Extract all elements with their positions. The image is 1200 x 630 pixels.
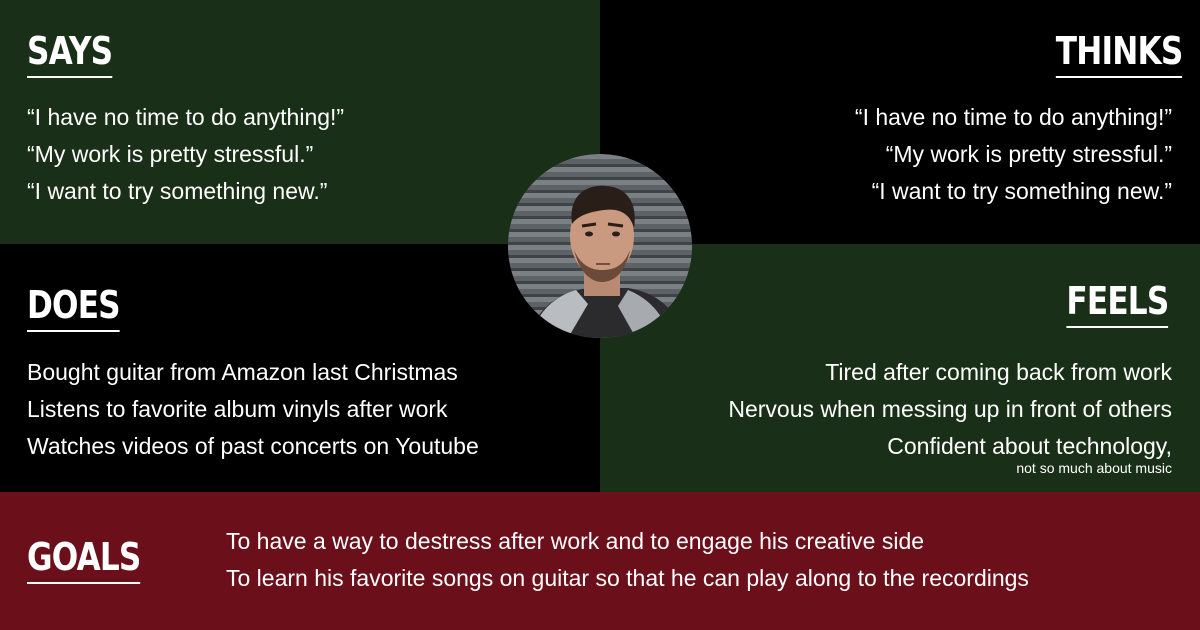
says-heading: SAYS [27,32,113,78]
says-list: “I have no time to do anything!” “My wor… [27,99,344,210]
feels-item: Tired after coming back from work [825,359,1172,385]
does-item: Watches videos of past concerts on Youtu… [27,433,479,459]
thinks-item: “My work is pretty stressful.” [885,141,1172,167]
persona-avatar [508,154,692,338]
does-heading: DOES [27,286,121,332]
thinks-item: “I want to try something new.” [871,178,1172,204]
thinks-item: “I have no time to do anything!” [854,104,1172,130]
persona-portrait-image [508,154,692,338]
goals-list: To have a way to destress after work and… [226,523,1029,597]
thinks-quadrant: THINKS “I have no time to do anything!” … [600,0,1200,244]
feels-item: Nervous when messing up in front of othe… [728,396,1172,422]
feels-list: Tired after coming back from work Nervou… [728,354,1172,475]
does-item: Listens to favorite album vinyls after w… [27,396,448,422]
does-list: Bought guitar from Amazon last Christmas… [27,354,479,465]
feels-heading: FEELS [1065,282,1169,328]
feels-item: Confident about technology, [887,433,1172,459]
feels-note: not so much about music [1016,460,1172,476]
does-item: Bought guitar from Amazon last Christmas [27,359,458,385]
goals-item: To learn his favorite songs on guitar so… [226,565,1029,591]
goals-band: GOALS To have a way to destress after wo… [0,492,1200,630]
goals-item: To have a way to destress after work and… [226,528,925,554]
does-quadrant: DOES Bought guitar from Amazon last Chri… [0,244,600,492]
feels-quadrant: FEELS Tired after coming back from work … [600,244,1200,492]
says-item: “I have no time to do anything!” [27,104,345,130]
goals-heading: GOALS [27,538,141,584]
says-item: “I want to try something new.” [27,178,328,204]
says-item: “My work is pretty stressful.” [27,141,314,167]
thinks-list: “I have no time to do anything!” “My wor… [855,99,1172,210]
says-quadrant: SAYS “I have no time to do anything!” “M… [0,0,600,244]
thinks-heading: THINKS [1055,32,1183,78]
